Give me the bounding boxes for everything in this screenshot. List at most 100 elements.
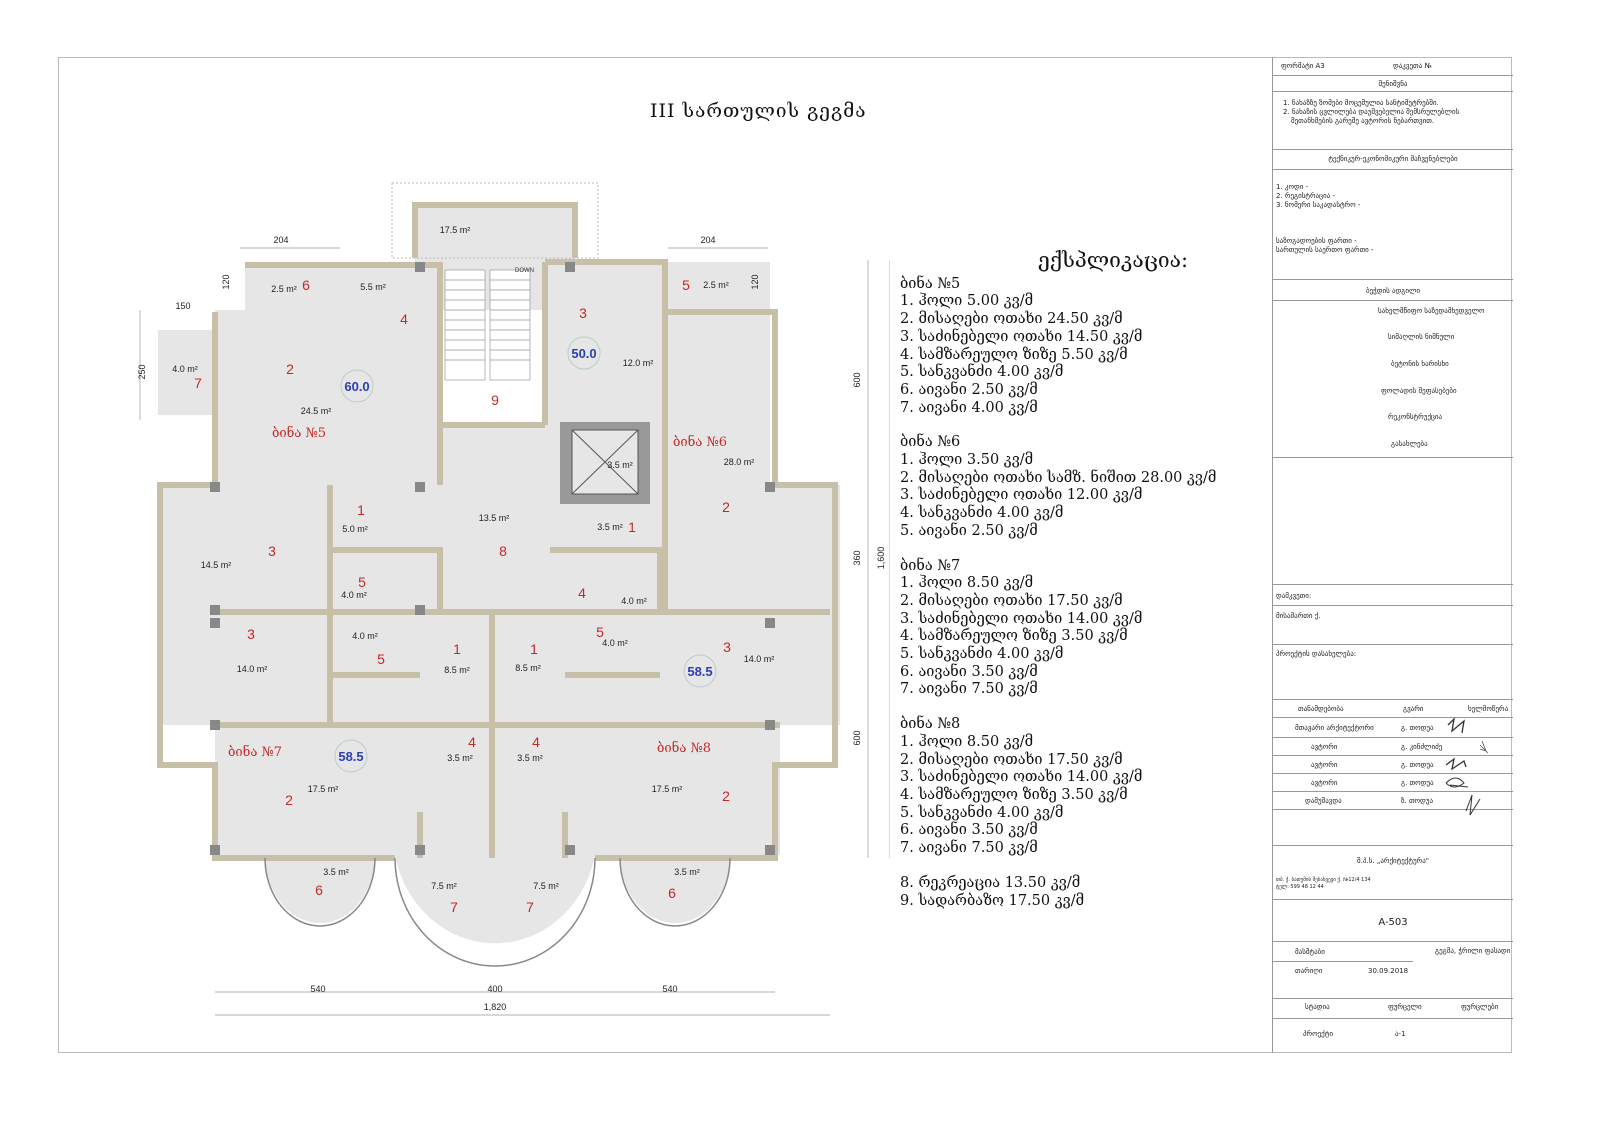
dimension-lines	[139, 247, 890, 1016]
staff-header-role: თანამდებობა	[1298, 705, 1344, 713]
date-label: თარიღი	[1295, 967, 1323, 975]
dimensions: 204 204 150 250 120 120 600 360 600 1,60…	[137, 235, 886, 1012]
area: 3.5 m²	[447, 753, 473, 763]
note-2: 2. ნახაზის ცვლილება დაუშვებელია შემსრულე…	[1283, 108, 1460, 116]
group-title: ბინა №7	[900, 557, 961, 574]
sheets-label: ფურცლები	[1461, 1003, 1499, 1011]
room-num: 5	[377, 651, 385, 667]
area: 3.5 m²	[674, 867, 700, 877]
list-item: 4. სამზარეულო ზიზე 3.50 კვ/მ	[900, 628, 1128, 645]
seal-item: ფოლადის შეფასებები	[1381, 387, 1457, 395]
room-num: 8	[499, 543, 507, 559]
company-address: თბ. ქ. ბათუმის შესახვევი ქ. №12/4 134	[1276, 877, 1371, 883]
balcony-grating	[391, 182, 599, 259]
list-item: 7. აივანი 7.50 კვ/მ	[900, 840, 1038, 857]
room-num: 6	[315, 882, 323, 898]
staff-role: მთავარი არქიტექტორი	[1295, 724, 1374, 732]
signature-2	[1479, 740, 1489, 754]
room-num: 6	[668, 885, 676, 901]
room-num: 3	[723, 639, 731, 655]
area: 13.5 m²	[479, 513, 510, 523]
tech-5: სართულის საერთო ფართი -	[1276, 246, 1374, 254]
signature-5	[1465, 794, 1481, 816]
dim-left-120: 120	[221, 274, 231, 289]
note-1: 1. ნახაზზე ზომები მოცემულია სანტიმეტრებშ…	[1283, 99, 1439, 107]
area: 8.5 m²	[444, 665, 470, 675]
list-item: 1. ჰოლი 3.50 კვ/მ	[900, 452, 1034, 469]
columns	[210, 262, 775, 855]
list-item: 4. სანკვანძი 4.00 კვ/მ	[900, 505, 1064, 522]
signature-4	[1445, 777, 1469, 788]
area: 7.5 m²	[431, 881, 457, 891]
order-label: დაკვეთა №	[1393, 62, 1432, 70]
room-num: 7	[450, 899, 458, 915]
staff-name: ზ. თოდუა	[1401, 797, 1433, 805]
explication-group-common: 8. რეკრეაცია 13.50 კვ/მ 9. სადარბაზო 17.…	[900, 875, 1270, 910]
area: 12.0 m²	[623, 358, 654, 368]
staff-role: დამუშავდა	[1305, 797, 1342, 805]
list-item: 8. რეკრეაცია 13.50 კვ/მ	[900, 874, 1081, 891]
note-3: შეთანხმების გარეშე ავტორის ნებართვით.	[1291, 117, 1435, 125]
unit5-name: ბინა №5	[272, 425, 326, 441]
dim-right-600b: 600	[852, 730, 862, 745]
company-phone: ტელ: 599 48 12 44	[1276, 884, 1324, 890]
unit6-total: 50.0	[571, 346, 596, 361]
unit-totals: 60.0 50.0 58.5 58.5	[334, 336, 717, 773]
tech-3: 3. ნომერი საკადასტრო -	[1276, 201, 1361, 209]
list-item: 6. აივანი 2.50 კვ/მ	[900, 381, 1038, 398]
dim-bottom-540a: 540	[310, 984, 325, 994]
area: 17.5 m²	[440, 225, 471, 235]
dim-top-right: 204	[700, 235, 715, 245]
area: 3.5 m²	[597, 522, 623, 532]
balcony-arcs	[264, 857, 731, 967]
list-item: 5. აივანი 2.50 კვ/მ	[900, 522, 1038, 539]
staff-name: გ. თოდუა	[1401, 724, 1434, 732]
seal-item: რეკონსტრუქცია	[1388, 413, 1443, 421]
list-item: 3. საძინებელი ოთახი 14.00 კვ/მ	[900, 610, 1143, 627]
room-num: 4	[578, 585, 586, 601]
area: 4.0 m²	[172, 364, 198, 374]
list-item: 1. ჰოლი 8.50 კვ/მ	[900, 733, 1034, 750]
room-num: 3	[247, 626, 255, 642]
explication-group-unit7: ბინა №7 1. ჰოლი 8.50 კვ/მ 2. მისაღები ოთ…	[900, 558, 1270, 700]
company-name: შ.პ.ს. „არქიტექტურა"	[1356, 857, 1429, 865]
explication-group-unit6: ბინა №6 1. ჰოლი 3.50 კვ/მ 2. მისაღები ოთ…	[900, 434, 1270, 540]
stair-down-label: DOWN	[515, 268, 534, 274]
room-num: 4	[400, 311, 408, 327]
explication: ექსპლიკაცია: ბინა №5 1. ჰოლი 5.00 კვ/მ 2…	[900, 250, 1270, 927]
room-num: 2	[286, 361, 294, 377]
room-num: 4	[532, 734, 540, 750]
room-num: 2	[285, 792, 293, 808]
unit7-name: ბინა №7	[228, 744, 282, 760]
room-num: 2	[722, 499, 730, 515]
tech-1: 1. კოდი -	[1276, 183, 1309, 191]
group-title: ბინა №8	[900, 716, 961, 733]
list-item: 7. აივანი 7.50 კვ/მ	[900, 681, 1038, 698]
area: 28.0 m²	[724, 457, 755, 467]
unit6-name: ბინა №6	[673, 434, 727, 450]
list-item: 2. მისაღები ოთახი 17.50 კვ/მ	[900, 751, 1123, 768]
staff-role: ავტორი	[1311, 743, 1338, 751]
area: 14.0 m²	[237, 664, 268, 674]
list-item: 9. სადარბაზო 17.50 კვ/მ	[900, 892, 1085, 909]
room-num: 3	[579, 305, 587, 321]
format-label: ფორმატი A3	[1281, 62, 1325, 70]
list-item: 1. ჰოლი 5.00 კვ/მ	[900, 293, 1034, 310]
stage-value: პროექტი	[1303, 1030, 1333, 1038]
area: 8.5 m²	[515, 663, 541, 673]
room-num: 4	[468, 734, 476, 750]
area: 7.5 m²	[533, 881, 559, 891]
area: 5.5 m²	[360, 282, 386, 292]
area: 2.5 m²	[271, 284, 297, 294]
list-item: 6. აივანი 3.50 კვ/მ	[900, 663, 1038, 680]
customer-label: დამკვეთი:	[1276, 592, 1312, 600]
explication-group-unit5: ბინა №5 1. ჰოლი 5.00 კვ/მ 2. მისაღები ოთ…	[900, 276, 1270, 418]
room-num: 7	[526, 899, 534, 915]
area: 5.0 m²	[342, 524, 368, 534]
list-item: 5. სანკვანძი 4.00 კვ/მ	[900, 804, 1064, 821]
dim-left-150: 150	[175, 301, 190, 311]
address-label: მისამართი ქ.	[1276, 612, 1321, 620]
dim-right-360: 360	[852, 550, 862, 565]
tech-header: ტექნიკურ-ეკონომიკური მაჩვენებლები	[1328, 155, 1458, 163]
dim-top-left: 204	[273, 235, 288, 245]
